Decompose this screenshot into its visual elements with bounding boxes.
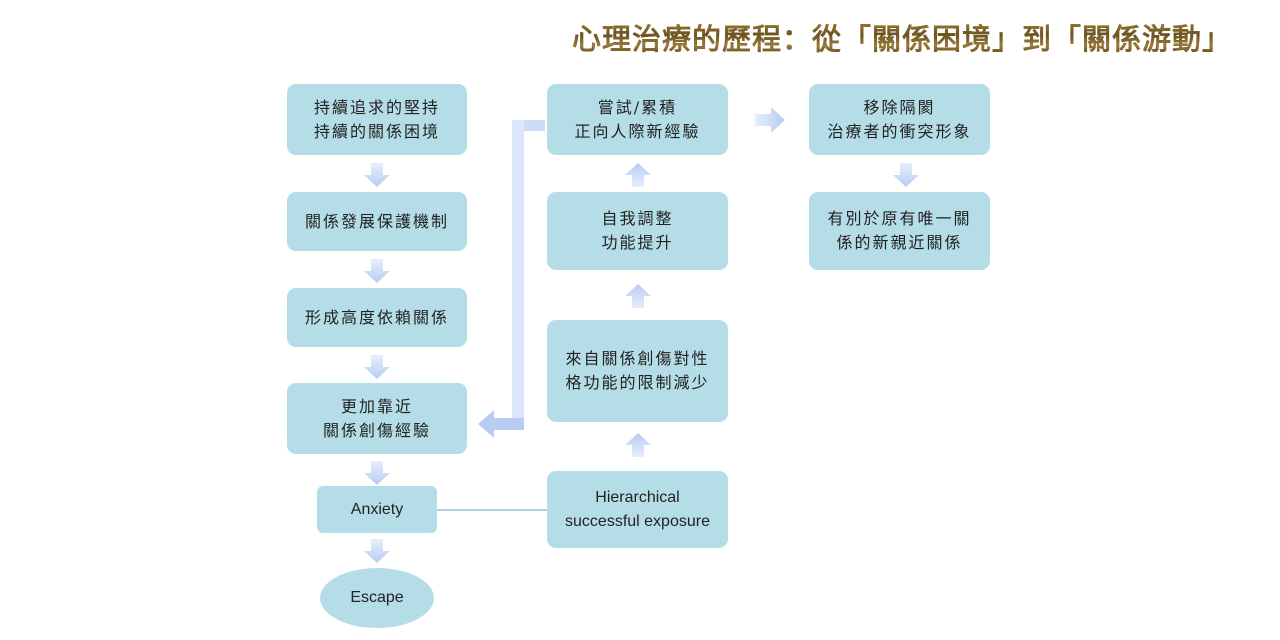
box-text: 移除隔閡 (863, 97, 936, 117)
box-self-adjustment: 自我調整功能提升 (547, 192, 728, 270)
box-text: 形成高度依賴關係 (304, 307, 449, 327)
box-text: 持續的關係困境 (313, 121, 440, 141)
box-remove-barrier: 移除隔閡治療者的衝突形象 (809, 84, 990, 155)
box-text: 持續追求的堅持 (313, 97, 440, 117)
box-persistent-pursuit: 持續追求的堅持持續的關係困境 (287, 84, 467, 155)
box-text: 來自關係創傷對性 (565, 349, 710, 368)
box-text: Anxiety (350, 500, 404, 518)
box-high-dependency: 形成高度依賴關係 (287, 288, 467, 347)
box-text: 正向人際新經驗 (574, 121, 701, 141)
box-text: 格功能的限制減少 (565, 373, 710, 392)
box-protection-mechanism: 關係發展保護機制 (287, 192, 467, 251)
box-text: 關係創傷經驗 (322, 420, 431, 440)
box-text: Escape (350, 589, 404, 606)
box-text: successful exposure (565, 512, 710, 530)
box-text: Hierarchical (595, 488, 680, 506)
feedback-connector (478, 120, 545, 438)
box-hierarchical-exposure: Hierarchical successful exposure (547, 471, 728, 548)
box-text: 功能提升 (601, 233, 674, 252)
box-reduced-limitation: 來自關係創傷對性格功能的限制減少 (547, 320, 728, 422)
box-closer-trauma: 更加靠近關係創傷經驗 (287, 383, 467, 454)
box-text: 關係發展保護機制 (304, 211, 449, 231)
box-text: 自我調整 (601, 209, 674, 228)
ellipse-escape: Escape (320, 568, 434, 628)
box-anxiety: Anxiety (317, 486, 437, 533)
box-text: 有別於原有唯一關 (827, 209, 972, 228)
right-arrow (755, 107, 785, 133)
box-new-relationship: 有別於原有唯一關係的新親近關係 (809, 192, 990, 270)
box-text: 嘗試/累積 (597, 97, 678, 117)
box-positive-experience: 嘗試/累積正向人際新經驗 (547, 84, 728, 155)
down-arrows (364, 163, 919, 563)
box-text: 係的新親近關係 (836, 233, 963, 252)
box-text: 治療者的衝突形象 (827, 121, 972, 141)
slide-title: 心理治療的歷程：從「關係困境」到「關係游動」 (520, 16, 1232, 58)
box-text: 更加靠近 (340, 396, 413, 416)
up-arrows (625, 163, 651, 457)
